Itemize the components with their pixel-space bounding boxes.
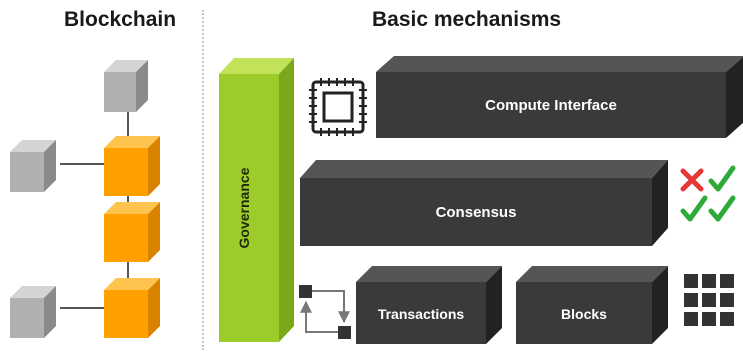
compute-interface-block [376,56,743,138]
orange-cube [104,278,160,338]
mechanisms-heading: Basic mechanisms [372,8,562,31]
gray-cube [10,140,56,192]
blockchain-chain [10,60,160,338]
governance-pillar [219,58,294,342]
cross-mark-icon [680,168,704,192]
orange-cube [104,136,160,196]
grid-blocks-icon [684,274,734,326]
blocks-block [516,266,668,344]
orange-cube [104,202,160,262]
check-mark-icon [708,195,736,222]
section-divider [202,10,204,350]
cpu-chip-icon [309,78,367,136]
transaction-flow-icon [299,285,351,339]
blocks-label: Blocks [561,306,607,322]
transactions-label: Transactions [378,306,465,322]
check-mark-icon [680,195,708,222]
governance-label: Governance [236,167,252,248]
compute-interface-label: Compute Interface [485,97,617,114]
consensus-block [300,160,668,246]
gray-cube [104,60,148,112]
transactions-block [356,266,502,344]
consensus-label: Consensus [436,204,517,221]
check-mark-icon [708,165,736,192]
blockchain-heading: Blockchain [64,8,177,31]
gray-cube [10,286,56,338]
